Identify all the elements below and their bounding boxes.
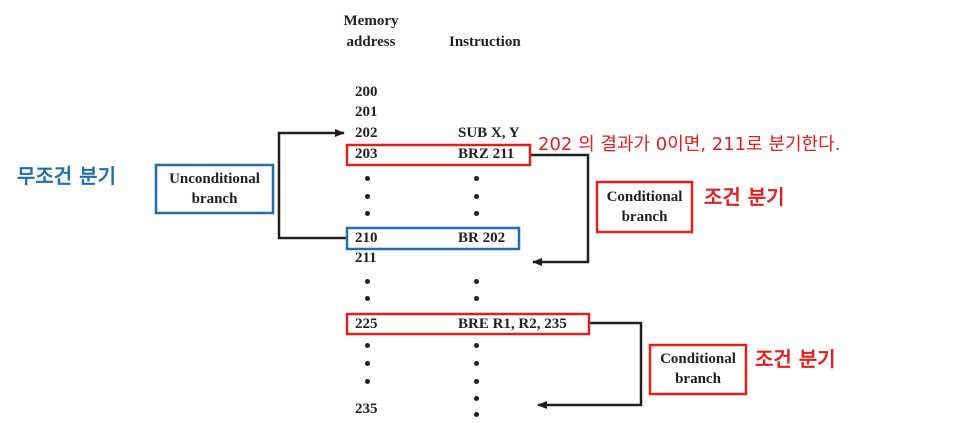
- conditional-branch-label-2: Conditional branch: [660, 351, 736, 387]
- ellipsis-dot: [474, 412, 479, 417]
- conditional-box-frame-1: [595, 180, 694, 234]
- address-210: 210: [355, 230, 378, 246]
- instruction-sub: SUB X, Y: [458, 125, 520, 141]
- ellipsis-dot: [474, 176, 479, 181]
- ellipsis-dot: [365, 379, 370, 384]
- unconditional-branch-annotation: 무조건 분기: [17, 164, 116, 188]
- conditional-branch-arrow-2: [537, 321, 643, 409]
- row-210-highlight: [345, 226, 521, 251]
- conditional-branch-label-1: Conditional branch: [606, 189, 683, 225]
- conditional-box-frame-2: [648, 343, 748, 396]
- ellipsis-dot: [365, 343, 370, 348]
- address-201: 201: [355, 104, 378, 120]
- conditional-branch-arrow-1: [531, 153, 590, 266]
- ellipsis-dot: [365, 279, 370, 284]
- conditional-branch-annotation-2: 조건 분기: [755, 347, 836, 371]
- address-202: 202: [355, 125, 378, 141]
- memory-address-header: Memory address: [343, 13, 399, 50]
- conditional-branch-annotation-1: 조건 분기: [704, 185, 785, 209]
- instruction-header: Instruction: [449, 34, 521, 50]
- branch-note: 202 의 결과가 0이면, 211로 분기한다.: [538, 134, 841, 155]
- ellipsis-dot: [365, 296, 370, 301]
- ellipsis-dot: [474, 296, 479, 301]
- unconditional-branch-label: Unconditional branch: [169, 171, 260, 207]
- instruction-bre: BRE R1, R2, 235: [458, 316, 567, 332]
- instruction-brz: BRZ 211: [458, 146, 515, 162]
- ellipsis-dot: [474, 396, 479, 401]
- row-225-highlight: [345, 312, 591, 336]
- ellipsis-dot: [474, 379, 479, 384]
- ellipsis-dot: [474, 361, 479, 366]
- ellipsis-dot: [365, 211, 370, 216]
- instruction-br: BR 202: [458, 230, 506, 246]
- address-200: 200: [355, 84, 378, 100]
- row-203-highlight: [345, 143, 532, 167]
- unconditional-box-frame: [154, 163, 275, 215]
- address-225: 225: [355, 316, 378, 332]
- unconditional-branch-arrow: [277, 129, 348, 240]
- ellipsis-dot: [365, 176, 370, 181]
- address-235: 235: [355, 401, 378, 417]
- ellipsis-dot: [365, 361, 370, 366]
- ellipsis-dot: [474, 194, 479, 199]
- ellipsis-dot: [365, 194, 370, 199]
- address-211: 211: [355, 250, 377, 266]
- ellipsis-dot: [474, 279, 479, 284]
- ellipsis-dot: [474, 343, 479, 348]
- ellipsis-dot: [474, 211, 479, 216]
- address-203: 203: [355, 146, 378, 162]
